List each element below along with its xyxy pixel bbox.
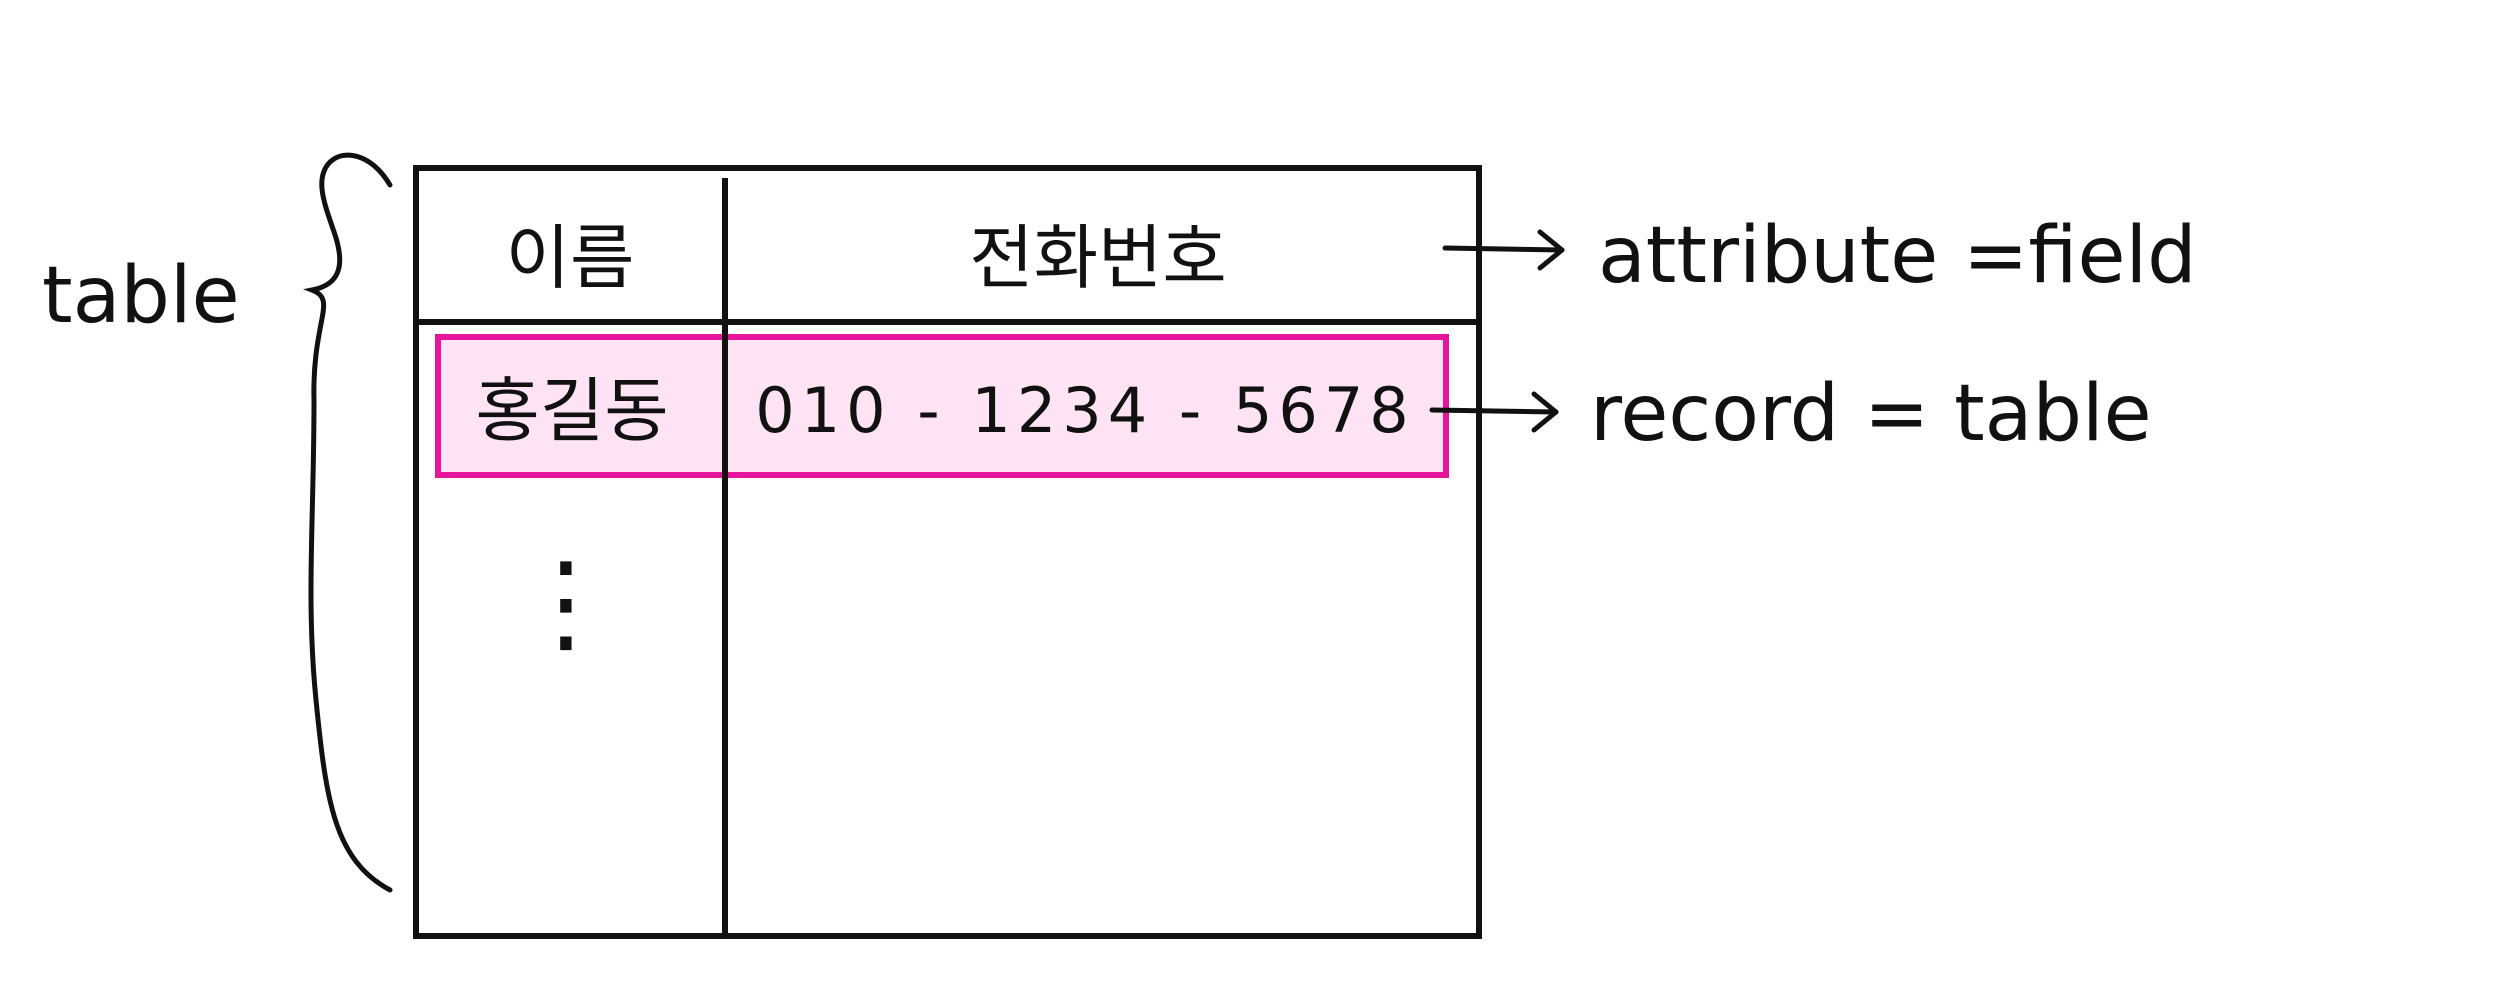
table-label: table xyxy=(42,251,240,341)
record-name-cell: 홍길동 xyxy=(475,370,668,452)
header-phone: 전화번호 xyxy=(969,217,1227,299)
header-name: 이름 xyxy=(506,217,635,299)
table-outline xyxy=(413,165,1482,939)
record-highlight xyxy=(435,334,1449,478)
more-rows-ellipsis: ⋮ xyxy=(511,538,621,666)
record-phone-cell: 010 - 1234 - 5678 xyxy=(755,374,1415,447)
right-arrow-icon xyxy=(1429,391,1559,433)
right-arrow-icon xyxy=(1442,229,1565,271)
record-label: record = table xyxy=(1590,369,2152,459)
attribute-label: attribute =field xyxy=(1598,211,2197,301)
brace-icon xyxy=(302,152,393,893)
